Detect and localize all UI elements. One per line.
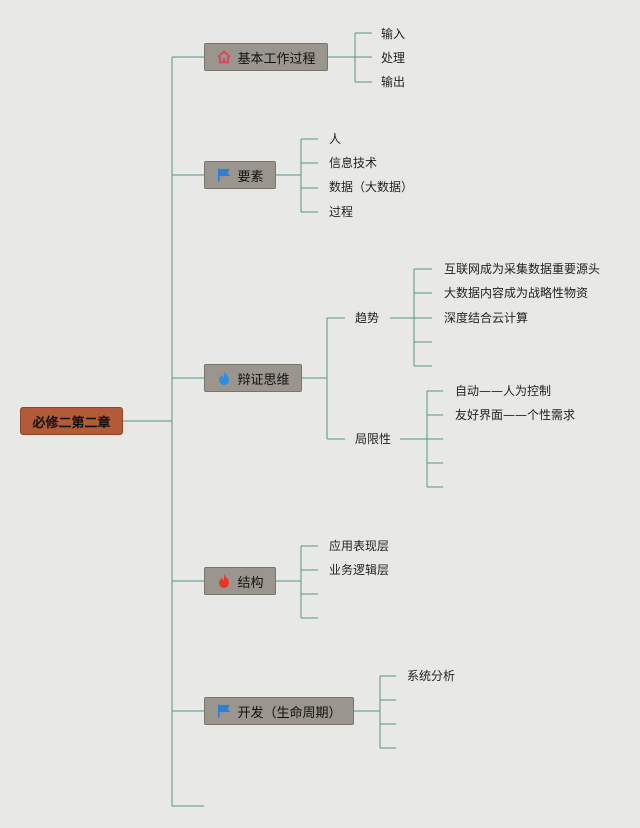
group-trend[interactable]: 趋势	[355, 311, 380, 325]
leaf-people[interactable]: 人	[329, 132, 342, 146]
branch-label: 基本工作过程	[237, 51, 316, 67]
branch-structure[interactable]: 结构	[204, 567, 276, 595]
branch-dialectical-thinking[interactable]: 辩证思维	[204, 364, 302, 392]
root-label: 必修二第二章	[32, 415, 111, 431]
leaf-system-analysis[interactable]: 系统分析	[407, 669, 456, 683]
branch-label: 要素	[237, 169, 264, 185]
leaf-procedure[interactable]: 过程	[329, 205, 354, 219]
leaf-trend-3[interactable]: 深度结合云计算	[444, 311, 529, 325]
branch-label: 辩证思维	[237, 372, 290, 388]
leaf-process[interactable]: 处理	[381, 51, 406, 65]
home-icon	[216, 49, 232, 65]
leaf-trend-2[interactable]: 大数据内容成为战略性物资	[444, 286, 589, 300]
fire-icon	[216, 573, 232, 589]
leaf-output[interactable]: 输出	[381, 75, 406, 89]
group-limitations[interactable]: 局限性	[355, 432, 392, 446]
leaf-input[interactable]: 输入	[381, 27, 406, 41]
root-node[interactable]: 必修二第二章	[20, 407, 123, 435]
leaf-limit-1[interactable]: 自动——人为控制	[455, 384, 552, 398]
leaf-trend-1[interactable]: 互联网成为采集数据重要源头	[444, 262, 601, 276]
branch-label: 开发（生命周期）	[237, 705, 342, 721]
flame-icon	[216, 370, 232, 386]
leaf-logic-layer[interactable]: 业务逻辑层	[329, 563, 390, 577]
leaf-data[interactable]: 数据（大数据）	[329, 180, 414, 194]
flag-icon	[216, 167, 232, 183]
leaf-it[interactable]: 信息技术	[329, 156, 378, 170]
leaf-limit-2[interactable]: 友好界面——个性需求	[455, 408, 576, 422]
leaf-presentation-layer[interactable]: 应用表现层	[329, 539, 390, 553]
branch-basic-workflow[interactable]: 基本工作过程	[204, 43, 328, 71]
branch-elements[interactable]: 要素	[204, 161, 276, 189]
branch-development-lifecycle[interactable]: 开发（生命周期）	[204, 697, 354, 725]
branch-label: 结构	[237, 575, 264, 591]
flag-icon	[216, 703, 232, 719]
